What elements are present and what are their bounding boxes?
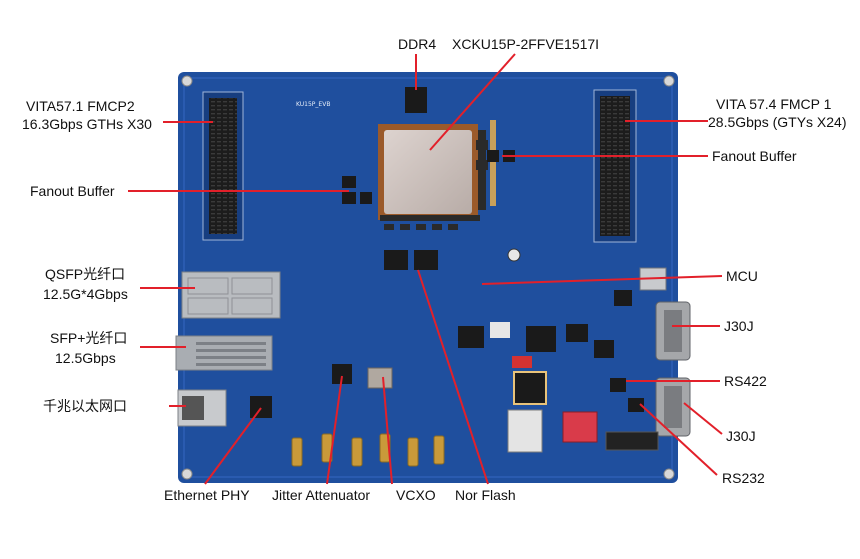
label-sfp-line1: SFP+光纤口: [50, 330, 128, 346]
label-ethernet-port: 千兆以太网口: [43, 398, 127, 414]
leader-lines: [128, 53, 723, 485]
leader-mcu: [481, 275, 723, 285]
label-jitter-attenuator: Jitter Attenuator: [272, 487, 371, 503]
label-nor-flash: Nor Flash: [455, 487, 516, 503]
nor-flash-chip: [384, 250, 408, 270]
leader-jitter: [326, 375, 343, 485]
rs232-chip: [628, 398, 644, 412]
vcxo-module: [367, 367, 393, 389]
label-qsfp-line2: 12.5G*4Gbps: [43, 286, 128, 302]
mcu-chip: [614, 290, 632, 306]
mounting-hole: [663, 468, 675, 480]
rs422-chip: [610, 378, 626, 392]
header-pins: [605, 431, 659, 451]
leader-vcxo: [382, 376, 393, 485]
label-fmcp1-line1: VITA 57.4 FMCP 1: [716, 96, 832, 112]
ethernet-phy-chip: [250, 396, 272, 418]
ddr4-chip: [405, 87, 427, 113]
fpga-decoupling: [380, 120, 496, 230]
fpga-chip: [384, 130, 472, 214]
label-rs232: RS232: [722, 470, 765, 486]
ethernet-jack-opening: [182, 396, 204, 420]
label-mcu: MCU: [726, 268, 758, 284]
leader-ethernet-phy: [204, 407, 262, 485]
label-qsfp-line1: QSFP光纤口: [45, 266, 126, 282]
dip-switch: [562, 411, 598, 443]
label-sfp-line2: 12.5Gbps: [55, 350, 116, 366]
power-section: [458, 248, 614, 405]
jitter-attenuator-chip: [332, 364, 352, 384]
label-fmcp1-line2: 28.5Gbps (GTYs X24): [708, 114, 847, 130]
j30j-top-pins: [664, 310, 682, 352]
fmcp2-connector: [209, 98, 237, 234]
label-fanout-buffer-left: Fanout Buffer: [30, 183, 115, 199]
nor-flash-chip-2: [414, 250, 438, 270]
silkscreen-label: KU15P_EVB: [296, 101, 330, 108]
leader-fpga: [429, 53, 516, 151]
qsfp-cage: [181, 271, 281, 319]
mounting-hole: [181, 468, 193, 480]
label-fpga: XCKU15P-2FFVE1517I: [452, 36, 600, 52]
label-fmcp2-line1: VITA57.1 FMCP2: [26, 98, 135, 114]
label-vcxo: VCXO: [396, 487, 436, 503]
qsfp-cage-ports: [187, 277, 273, 315]
mounting-hole: [663, 75, 675, 87]
j30j-bottom-pins: [664, 386, 682, 428]
label-j30j-bottom: J30J: [726, 428, 756, 444]
leader-nor-flash: [417, 269, 489, 485]
label-fanout-buffer-right: Fanout Buffer: [712, 148, 797, 164]
leader-j30j-bottom: [683, 402, 723, 435]
power-jack: [507, 409, 543, 453]
fanout-buffer-left-chips: [342, 176, 372, 204]
sfp-cage-vents: [196, 342, 266, 366]
label-ddr4: DDR4: [398, 36, 437, 52]
mounting-hole: [181, 75, 193, 87]
fmcp1-connector: [600, 96, 630, 236]
leader-rs232: [639, 403, 718, 476]
label-rs422: RS422: [724, 373, 767, 389]
pcb-board: [178, 72, 678, 483]
label-fmcp2-line2: 16.3Gbps GTHs X30: [22, 116, 152, 132]
label-ethernet-phy: Ethernet PHY: [164, 487, 250, 503]
label-j30j-top: J30J: [724, 318, 754, 334]
